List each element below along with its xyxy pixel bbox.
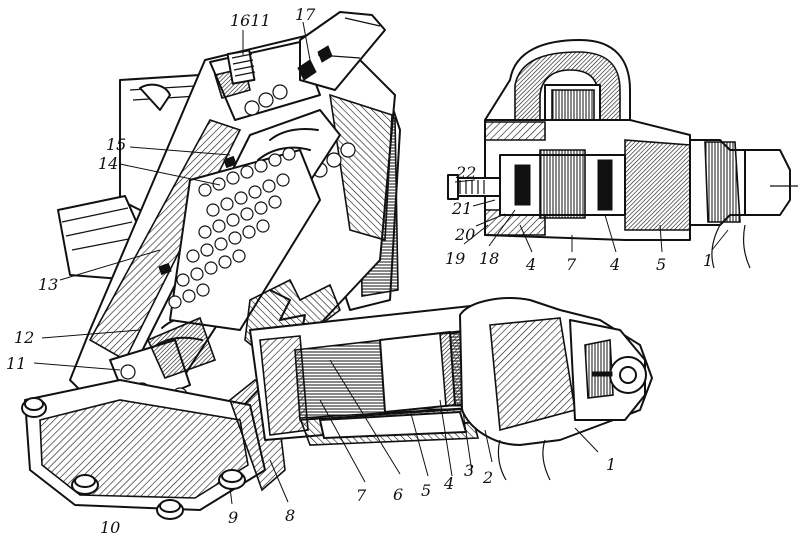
callout-3: 3	[464, 461, 474, 480]
callout-8: 8	[285, 506, 295, 525]
inset-callout-19: 19	[445, 249, 465, 268]
inset-detail-view	[447, 39, 798, 269]
input-shaft	[297, 11, 386, 91]
bottom-cover	[21, 379, 266, 520]
inset-callout-7: 7	[566, 255, 577, 274]
callout-leaders	[33, 21, 729, 505]
callout-7: 7	[356, 486, 367, 505]
sector-shaft-assembly	[249, 304, 501, 446]
adjust-screw	[226, 49, 256, 85]
inset-callout-18: 18	[479, 249, 499, 268]
recirculating-balls	[168, 147, 296, 309]
callout-16-11: 1611	[230, 11, 271, 30]
inset-callout-21: 21	[451, 199, 472, 218]
callout-11-left: 11	[6, 354, 26, 373]
inset-view-callouts: 22 21 20 19 18 4 7 4 5 1	[445, 163, 713, 274]
inset-callout-4b: 4	[609, 255, 620, 274]
callout-12: 12	[14, 328, 34, 347]
callout-10: 10	[100, 518, 120, 537]
callout-9: 9	[228, 508, 238, 527]
ball-nut	[158, 147, 321, 331]
cover-bolts	[21, 397, 246, 520]
callout-13: 13	[38, 275, 58, 294]
callout-14: 14	[98, 154, 118, 173]
inset-callout-5: 5	[656, 255, 666, 274]
callout-17: 17	[295, 5, 316, 24]
main-cutaway-view	[21, 11, 653, 520]
callout-2: 2	[482, 468, 493, 487]
callout-15: 15	[106, 135, 126, 154]
upper-bearing	[244, 84, 356, 178]
inset-callout-20: 20	[454, 225, 475, 244]
callout-6: 6	[393, 485, 403, 504]
callout-1: 1	[606, 455, 616, 474]
inset-callout-22: 22	[455, 163, 476, 182]
callout-5: 5	[421, 481, 431, 500]
callout-4: 4	[443, 474, 454, 493]
main-view-callouts: 1 2 3 4 5 6 7 8 9 10 11 12 13 14 15 1611…	[6, 5, 616, 537]
inset-callout-1: 1	[703, 251, 713, 270]
inset-callout-4a: 4	[525, 255, 536, 274]
pitman-arm-nut	[459, 297, 653, 481]
